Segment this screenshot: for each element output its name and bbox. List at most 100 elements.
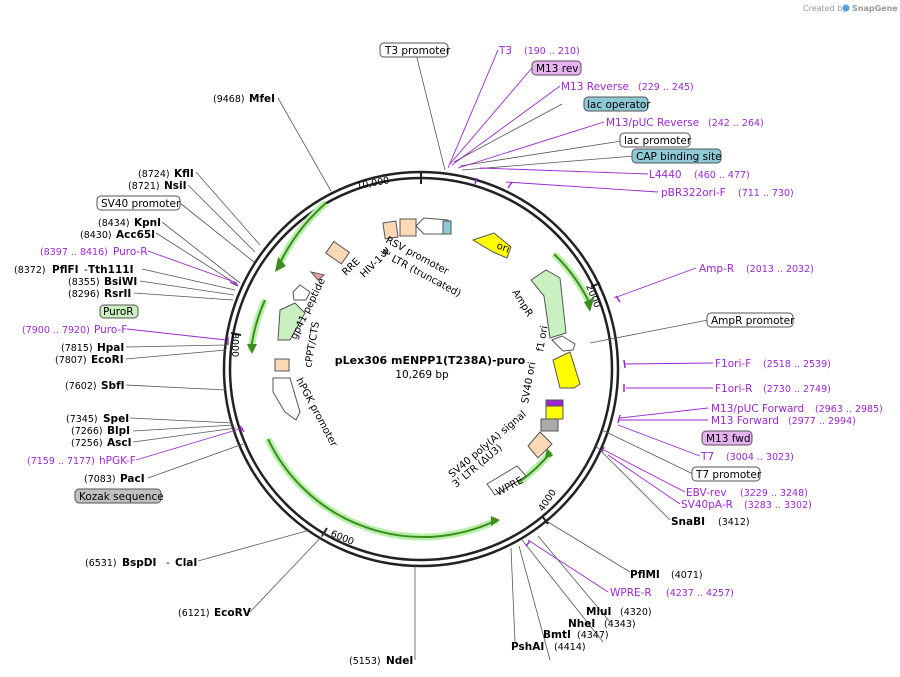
nhei-pos: (4343) [604, 619, 636, 630]
lac-operator-label: lac operator [587, 99, 651, 111]
sv40-ori-label: SV40 ori [520, 361, 538, 404]
lac-feature [442, 220, 452, 235]
m13-reverse-pos: (229 .. 245) [638, 82, 694, 93]
gp41-feature [309, 271, 326, 281]
sbfi-label: SbfI [101, 380, 125, 392]
puro-r-label: Puro-R [113, 246, 148, 258]
leader-lines-right [414, 49, 709, 661]
m13-reverse-label: M13 Reverse [561, 81, 629, 93]
orf-arrowheads [247, 257, 594, 526]
t3-promoter-label: T3 promoter [384, 45, 451, 57]
lac-promoter-label: lac promoter [624, 135, 692, 147]
t3-primer-pos: (190 .. 210) [524, 46, 580, 57]
hiv-psi-label: HIV-1 Ψ [358, 246, 393, 280]
nsii-pos: (8721) [128, 181, 160, 192]
t7-promoter-label: T7 promoter [695, 469, 762, 481]
snabi-label: SnaBI [671, 516, 705, 528]
mfei-label: MfeI [249, 93, 275, 105]
bmti-label: BmtI [543, 629, 571, 641]
hpgk-f-pos: (7159 .. 7177) [27, 456, 95, 467]
pshai-pos: (4414) [554, 642, 586, 653]
hiv-psi-feature [382, 220, 399, 240]
hpgk-label: hPGK promoter [293, 376, 339, 449]
m13-puc-forward-pos: (2963 .. 2985) [815, 404, 883, 415]
gp41-peptide-feature [292, 284, 311, 301]
f1ori-f-label: F1ori-F [715, 358, 751, 370]
t7-promoter-box [691, 466, 761, 482]
sv40pa-r-pos: (3283 .. 3302) [744, 500, 812, 511]
sv40pa-feature [527, 431, 553, 459]
cap-binding-site-label: CAP binding site [636, 151, 722, 163]
ampr-promoter-label: AmpR promoter [711, 315, 795, 327]
wpre-feature [486, 465, 527, 496]
snapgene-icon [842, 4, 850, 12]
mlui-pos: (4320) [620, 607, 652, 618]
m13-forward-pos: (2977 .. 2994) [788, 416, 856, 427]
kpni-label: KpnI [134, 217, 161, 229]
m13-rev-box [531, 60, 582, 76]
tick-marks [230, 172, 601, 537]
bsiwi-label: BsiWI [104, 276, 137, 288]
lac-operator-box [583, 96, 649, 112]
m13-forward-label: M13 Forward [711, 415, 779, 427]
ebv-rev-pos: (3229 .. 3248) [740, 488, 808, 499]
primer-lines-left [126, 250, 244, 461]
ecori-label: EcoRI [91, 354, 124, 366]
mlui-label: MluI [586, 606, 611, 618]
puror-feature-label: PuroR [103, 306, 134, 318]
ecorv-pos: (6121) [178, 608, 210, 619]
wpre-r-label: WPRE-R [610, 587, 652, 599]
ori-label: ori [495, 241, 511, 256]
m13-fwd-label: M13 fwd [706, 433, 751, 445]
ebv-rev-label: EBV-rev [686, 487, 727, 499]
sv40pa-r-label: SV40pA-R [681, 499, 733, 511]
hpgk-f-label: hPGK-F [99, 455, 136, 467]
ampr-promoter-box [706, 312, 794, 328]
inner-features [272, 217, 581, 496]
nhei-label: NheI [568, 618, 595, 630]
f1-ori-label: f1 ori [535, 325, 550, 353]
hpgk-feature [272, 377, 301, 421]
kfli-pos: (8724) [138, 169, 170, 180]
blpi-label: BlpI [107, 425, 130, 437]
asci-pos: (7256) [71, 438, 103, 449]
rre-feature [325, 240, 351, 265]
pshai-label: PshAI [511, 641, 544, 653]
kpni-pos: (8434) [98, 218, 130, 229]
pflfi-label: PflFI [52, 264, 79, 276]
blpi-pos: (7266) [71, 426, 103, 437]
nsii-label: NsiI [164, 180, 187, 192]
sbfi-pos: (7602) [65, 381, 97, 392]
puror-feature [277, 302, 306, 341]
pflfi-pos: (8372) [14, 265, 46, 276]
wpre-r-pos: (4237 .. 4257) [666, 588, 734, 599]
bsiwi-pos: (8355) [68, 277, 100, 288]
tth111i-label: Tth111I [88, 264, 133, 276]
separator-dash: - [166, 557, 170, 569]
f1ori-r-label: F1ori-R [715, 383, 752, 395]
t7-pos: (3004 .. 3023) [726, 452, 794, 463]
primer-lines-right [447, 49, 714, 593]
tick-label-4000: 4000 [536, 487, 559, 513]
leader-lines-left [125, 97, 416, 660]
ecori-pos: (7807) [55, 355, 87, 366]
puror-feature-box [99, 304, 139, 319]
puro-f-label: Puro-F [94, 324, 127, 336]
ndei-pos: (5153) [349, 656, 381, 667]
orf-arrows [250, 202, 591, 539]
mfei-pos: (9468) [213, 94, 245, 105]
acc65i-label: Acc65I [116, 229, 155, 241]
acc65i-pos: (8430) [80, 230, 112, 241]
amp-r-pos: (2013 .. 2032) [746, 264, 814, 275]
m13-rev-label: M13 rev [536, 63, 579, 75]
m13-fwd-box [701, 430, 753, 446]
primer-ticks-left [227, 281, 245, 433]
tick-label-10000: 10,000 [356, 175, 391, 192]
l4440-pos: (460 .. 477) [694, 170, 750, 181]
cppt-feature [274, 358, 290, 372]
lac-promoter-box [619, 132, 691, 148]
rsrii-pos: (8296) [68, 289, 100, 300]
t3-primer-label: T3 [498, 45, 512, 57]
spei-pos: (7345) [66, 414, 98, 425]
